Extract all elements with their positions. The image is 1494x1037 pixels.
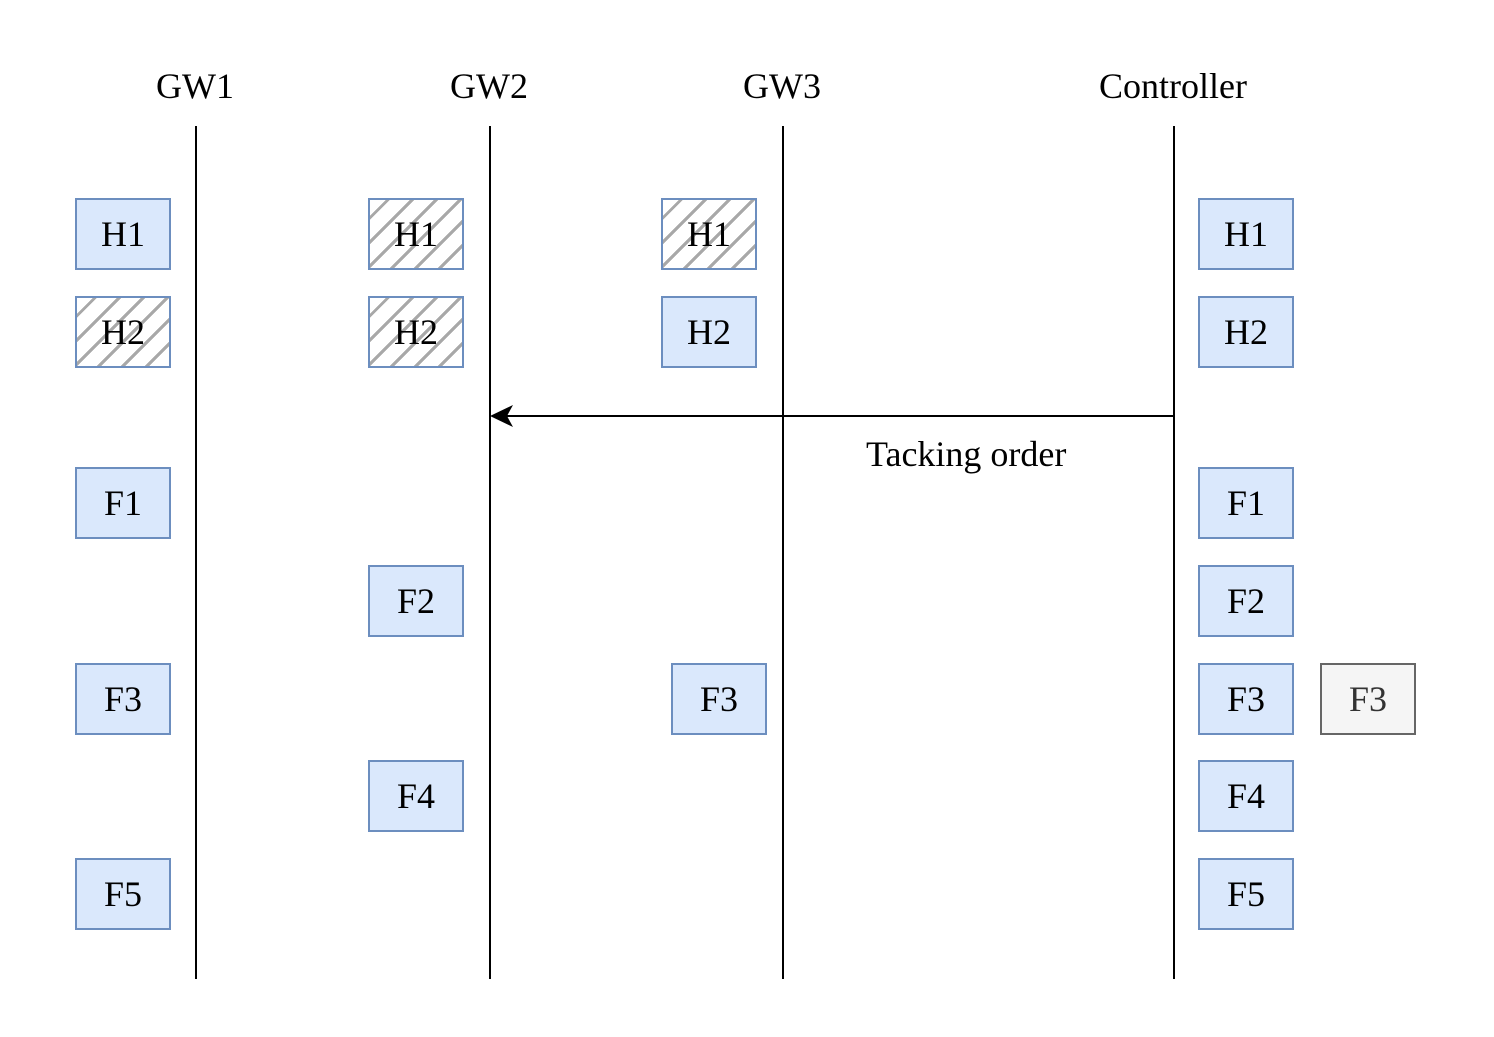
gw1-h2-box: H2 — [75, 296, 171, 368]
box-label: H2 — [1224, 312, 1268, 352]
controller-h1-box: H1 — [1198, 198, 1294, 270]
controller-extra-f3-box: F3 — [1320, 663, 1416, 735]
lifeline-gw3 — [782, 126, 784, 979]
gw1-f5-box: F5 — [75, 858, 171, 930]
controller-f4-box: F4 — [1198, 760, 1294, 832]
box-label: F4 — [1226, 776, 1266, 816]
box-label: F5 — [1226, 874, 1266, 914]
gw2-h2-box: H2 — [368, 296, 464, 368]
lifeline-gw2 — [489, 126, 491, 979]
box-label: H2 — [101, 312, 145, 352]
gw1-f1-box: F1 — [75, 467, 171, 539]
gw2-h1-box: H1 — [368, 198, 464, 270]
gw3-h2-box: H2 — [661, 296, 757, 368]
box-label: F5 — [103, 874, 143, 914]
box-label: F4 — [396, 776, 436, 816]
gw2-f2-box: F2 — [368, 565, 464, 637]
controller-f2-box: F2 — [1198, 565, 1294, 637]
box-label: H1 — [101, 214, 145, 254]
controller-f3-box: F3 — [1198, 663, 1294, 735]
box-label: F2 — [396, 581, 436, 621]
box-label: H2 — [687, 312, 731, 352]
lane-label-gw1: GW1 — [156, 66, 234, 106]
box-label: F3 — [1348, 679, 1388, 719]
gw2-f4-box: F4 — [368, 760, 464, 832]
box-label: F1 — [103, 483, 143, 523]
box-label: F2 — [1226, 581, 1266, 621]
gw1-f3-box: F3 — [75, 663, 171, 735]
controller-f5-box: F5 — [1198, 858, 1294, 930]
lifeline-controller — [1173, 126, 1175, 979]
box-label: H2 — [394, 312, 438, 352]
box-label: F3 — [1226, 679, 1266, 719]
lane-label-gw2: GW2 — [450, 66, 528, 106]
box-label: F1 — [1226, 483, 1266, 523]
lifeline-gw1 — [195, 126, 197, 979]
controller-f1-box: F1 — [1198, 467, 1294, 539]
gw3-h1-box: H1 — [661, 198, 757, 270]
box-label: F3 — [103, 679, 143, 719]
box-label: F3 — [699, 679, 739, 719]
lane-label-controller: Controller — [1099, 66, 1247, 106]
arrow-head — [490, 405, 513, 427]
controller-h2-box: H2 — [1198, 296, 1294, 368]
lane-label-gw3: GW3 — [743, 66, 821, 106]
box-label: H1 — [687, 214, 731, 254]
box-label: H1 — [394, 214, 438, 254]
arrow-label: Tacking order — [866, 434, 1067, 474]
gw3-f3-box: F3 — [671, 663, 767, 735]
gw1-h1-box: H1 — [75, 198, 171, 270]
box-label: H1 — [1224, 214, 1268, 254]
